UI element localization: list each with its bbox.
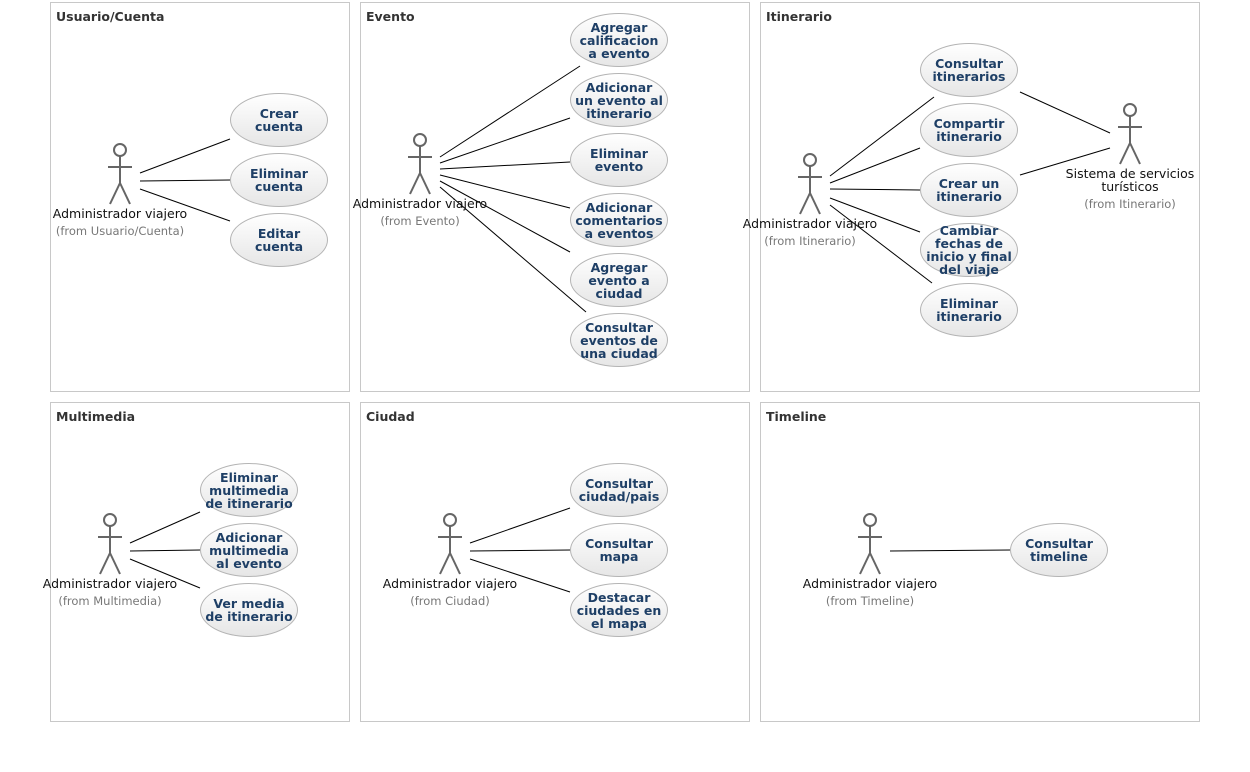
package-title: Usuario/Cuenta: [56, 9, 165, 24]
usecase-agregar-evento-ciudad[interactable]: Agregar evento a ciudad: [570, 253, 668, 307]
actor-stick-figure-icon: [438, 513, 462, 575]
actor-origin: (from Evento): [380, 214, 460, 228]
actor-origin: (from Usuario/Cuenta): [55, 224, 185, 238]
actor-stick-figure-icon: [98, 513, 122, 575]
package-title: Ciudad: [366, 409, 415, 424]
actor-origin: (from Itinerario): [764, 234, 856, 248]
usecase-eliminar-itinerario[interactable]: Eliminar itinerario: [920, 283, 1018, 337]
actor-sistema-servicios-turisticos: Sistema de servicios turísticos (from It…: [1060, 103, 1200, 211]
package-title: Timeline: [766, 409, 827, 424]
usecase-crear-cuenta[interactable]: Crear cuenta: [230, 93, 328, 147]
actor-administrador-viajero: Administrador viajero (from Itinerario): [740, 153, 880, 248]
actor-stick-figure-icon: [858, 513, 882, 575]
usecase-ver-media[interactable]: Ver media de itinerario: [200, 583, 298, 637]
actor-name: Sistema de servicios turísticos: [1065, 166, 1195, 194]
usecase-cambiar-fechas[interactable]: Cambiar fechas de inicio y final del via…: [920, 223, 1018, 277]
actor-name: Administrador viajero: [52, 206, 188, 221]
actor-origin: (from Multimedia): [58, 594, 162, 608]
actor-administrador-viajero: Administrador viajero (from Timeline): [800, 513, 940, 608]
actor-name: Administrador viajero: [382, 576, 518, 591]
actor-name: Administrador viajero: [352, 196, 488, 211]
package-title: Evento: [366, 9, 415, 24]
actor-administrador-viajero: Administrador viajero (from Multimedia): [40, 513, 180, 608]
usecase-consultar-timeline[interactable]: Consultar timeline: [1010, 523, 1108, 577]
actor-origin: (from Ciudad): [410, 594, 490, 608]
actor-administrador-viajero: Administrador viajero (from Ciudad): [380, 513, 520, 608]
usecase-editar-cuenta[interactable]: Editar cuenta: [230, 213, 328, 267]
usecase-crear-itinerario[interactable]: Crear un itinerario: [920, 163, 1018, 217]
usecase-eliminar-evento[interactable]: Eliminar evento: [570, 133, 668, 187]
actor-administrador-viajero: Administrador viajero (from Usuario/Cuen…: [50, 143, 190, 238]
actor-stick-figure-icon: [408, 133, 432, 195]
usecase-eliminar-cuenta[interactable]: Eliminar cuenta: [230, 153, 328, 207]
actor-name: Administrador viajero: [802, 576, 938, 591]
usecase-consultar-ciudad-pais[interactable]: Consultar ciudad/pais: [570, 463, 668, 517]
actor-origin: (from Timeline): [825, 594, 915, 608]
actor-administrador-viajero: Administrador viajero (from Evento): [350, 133, 490, 228]
usecase-adicionar-comentarios[interactable]: Adicionar comentarios a eventos: [570, 193, 668, 247]
actor-stick-figure-icon: [798, 153, 822, 215]
usecase-eliminar-multimedia[interactable]: Eliminar multimedia de itinerario: [200, 463, 298, 517]
usecase-destacar-ciudades[interactable]: Destacar ciudades en el mapa: [570, 583, 668, 637]
usecase-compartir-itinerario[interactable]: Compartir itinerario: [920, 103, 1018, 157]
usecase-consultar-eventos-ciudad[interactable]: Consultar eventos de una ciudad: [570, 313, 668, 367]
package-title: Multimedia: [56, 409, 136, 424]
actor-name: Administrador viajero: [42, 576, 178, 591]
actor-stick-figure-icon: [1118, 103, 1142, 165]
usecase-adicionar-multimedia[interactable]: Adicionar multimedia al evento: [200, 523, 298, 577]
usecase-agregar-calificacion[interactable]: Agregar calificacion a evento: [570, 13, 668, 67]
usecase-consultar-mapa[interactable]: Consultar mapa: [570, 523, 668, 577]
actor-name: Administrador viajero: [742, 216, 878, 231]
package-timeline: Timeline: [760, 402, 1200, 722]
usecase-consultar-itinerarios[interactable]: Consultar itinerarios: [920, 43, 1018, 97]
usecase-adicionar-evento-itinerario[interactable]: Adicionar un evento al itinerario: [570, 73, 668, 127]
package-title: Itinerario: [766, 9, 832, 24]
actor-origin: (from Itinerario): [1084, 197, 1176, 211]
actor-stick-figure-icon: [108, 143, 132, 205]
